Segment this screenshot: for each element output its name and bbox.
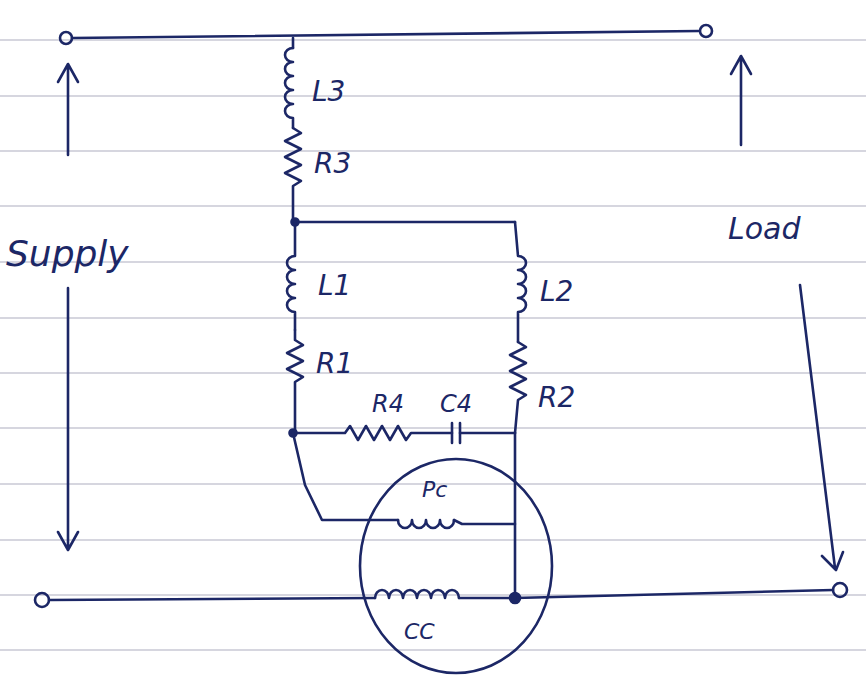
wattmeter-circle: PcCC — [358, 457, 554, 675]
coil-label: CC — [404, 621, 435, 643]
voltage-arrow — [800, 285, 843, 570]
terminal — [833, 583, 847, 597]
wire — [454, 520, 515, 524]
component-label: L2 — [540, 278, 573, 306]
supply-label: Supply — [6, 236, 129, 272]
voltage-arrow — [58, 288, 78, 550]
pressure-coil — [398, 520, 454, 528]
inductor-symbol — [285, 48, 293, 128]
component-label: R1 — [316, 350, 353, 378]
component-label: R2 — [538, 384, 575, 412]
component-label: R3 — [314, 150, 351, 178]
resistor-symbol — [287, 330, 303, 433]
voltage-arrow — [731, 56, 751, 145]
load-label: Load — [728, 214, 801, 244]
coil-label: Pc — [422, 479, 447, 501]
resistor-symbol — [293, 426, 452, 440]
voltage-arrow — [58, 64, 78, 155]
ruled-lines — [0, 40, 866, 650]
wire — [72, 31, 699, 38]
wire — [460, 432, 515, 435]
terminal — [60, 32, 72, 44]
wire — [293, 433, 398, 520]
inductor-symbol — [287, 222, 295, 330]
current-coil — [375, 590, 459, 598]
terminal — [700, 25, 712, 37]
component-label: C4 — [440, 392, 472, 416]
wire — [49, 598, 375, 600]
circle-outline — [358, 457, 554, 675]
inductor-symbol — [515, 222, 526, 342]
resistor-symbol — [285, 128, 301, 222]
wire — [514, 433, 517, 598]
wire — [293, 221, 515, 224]
wiring — [35, 25, 847, 607]
component-label: L3 — [312, 78, 345, 106]
component-label: L1 — [318, 272, 351, 300]
terminal — [35, 593, 49, 607]
component-label: R4 — [372, 392, 404, 416]
resistor-symbol — [510, 342, 526, 433]
wire — [292, 38, 295, 48]
